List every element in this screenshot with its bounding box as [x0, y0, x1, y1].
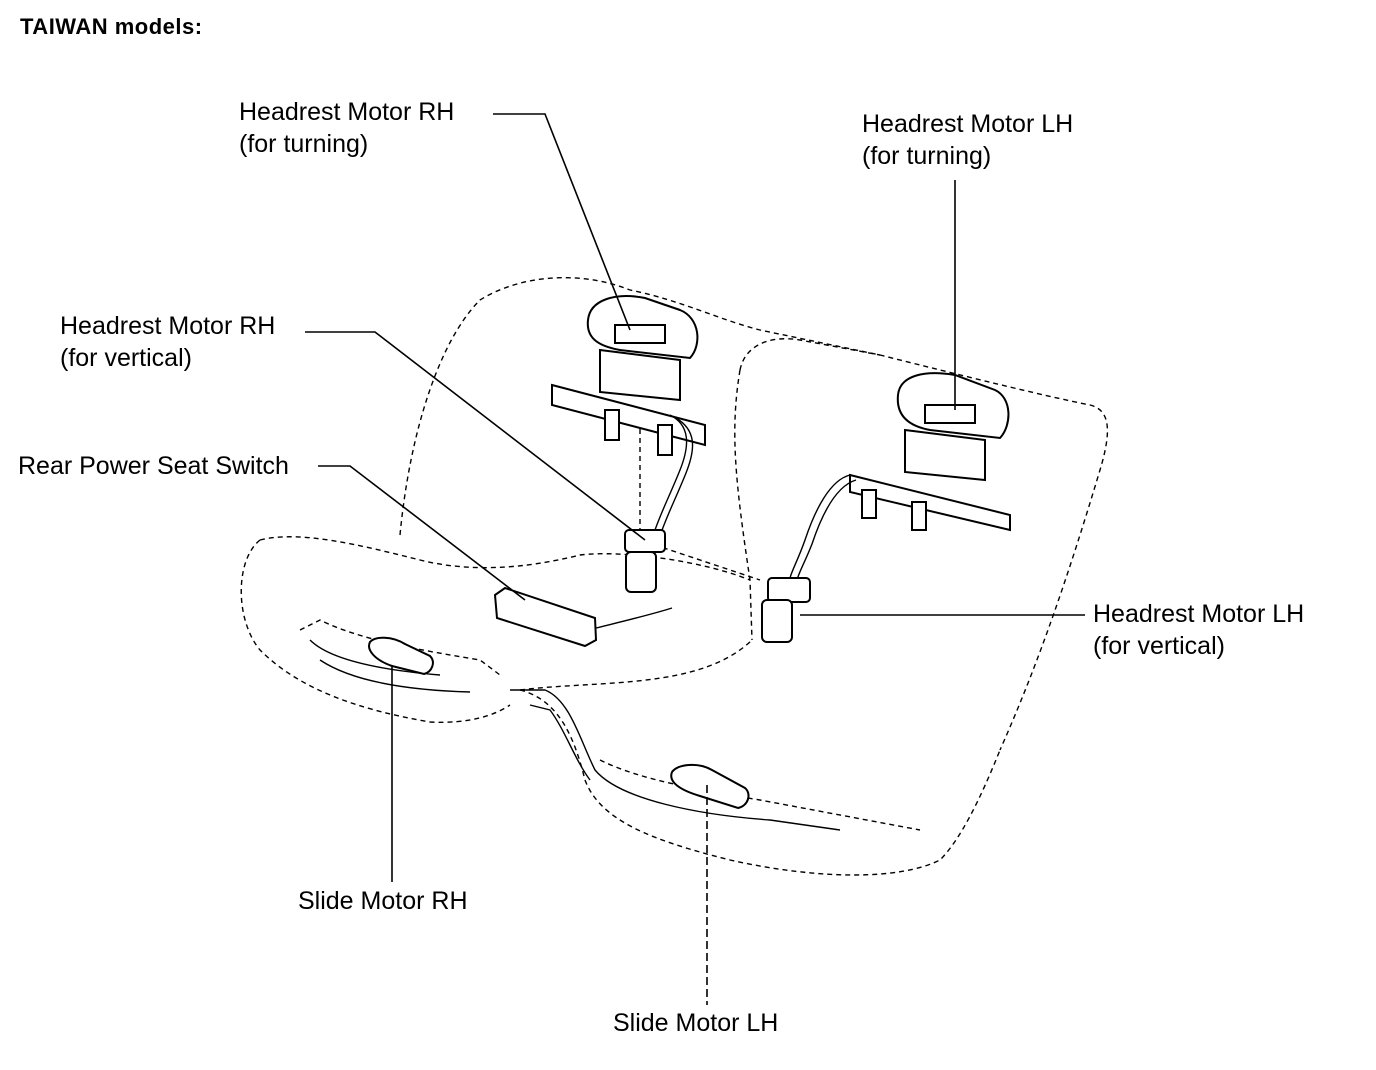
label-headrest-motor-rh-turning: Headrest Motor RH (for turning): [239, 98, 455, 158]
headrest-motor-lh-turning: [849, 372, 1011, 532]
headrest-motor-rh-vertical: [624, 529, 666, 593]
headrest-motor-rh-turning: [551, 295, 706, 456]
cable-lh-2: [796, 479, 857, 581]
slide-motor-rh: [368, 636, 434, 676]
label-rear-power-seat-switch: Rear Power Seat Switch: [18, 452, 289, 480]
cable-lh: [789, 474, 851, 579]
label-headrest-motor-lh-vertical: Headrest Motor LH (for vertical): [1093, 600, 1305, 660]
seat-cushion-outline: [240, 536, 1001, 876]
diagram-title: TAIWAN models:: [20, 14, 203, 39]
label-slide-motor-lh: Slide Motor LH: [613, 1009, 779, 1037]
label-slide-motor-rh: Slide Motor RH: [298, 887, 468, 915]
cable-rh: [654, 414, 688, 531]
headrest-motor-lh-vertical: [761, 577, 811, 643]
slide-motor-lh: [670, 764, 750, 810]
seat-rails: [309, 639, 841, 831]
label-headrest-motor-lh-turning: Headrest Motor LH (for turning): [862, 110, 1074, 170]
label-headrest-motor-rh-vertical: Headrest Motor RH (for vertical): [60, 312, 276, 372]
leader-lines: [305, 113, 1085, 1005]
rear-power-seat-switch: [493, 586, 673, 648]
cable-rh-2: [660, 417, 694, 534]
